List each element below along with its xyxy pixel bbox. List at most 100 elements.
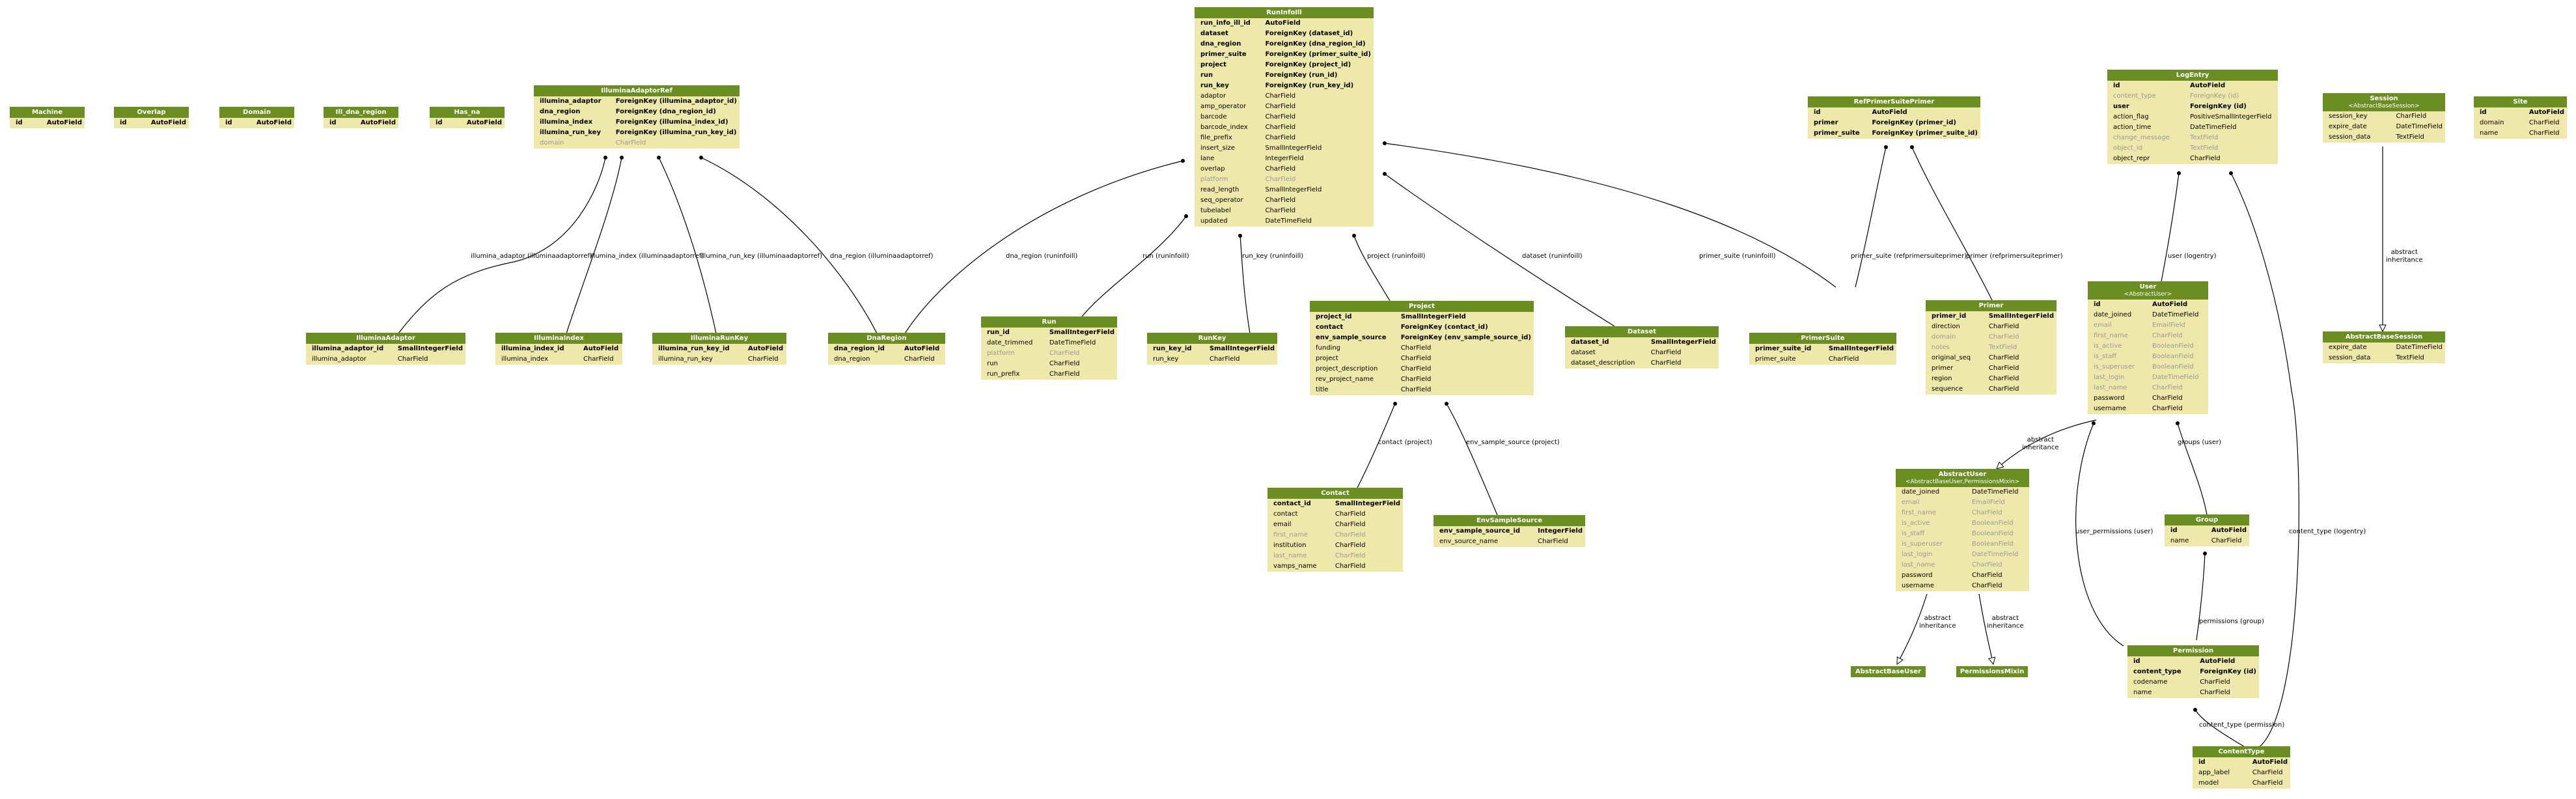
field-type: CharField	[1335, 521, 1366, 528]
field-name: illumina_run_key	[540, 129, 601, 136]
field-type: AutoField	[1872, 109, 1907, 116]
field-name: is_active	[1902, 520, 1930, 527]
field-name: env_source_name	[1439, 538, 1498, 545]
edge-illuminarunkey	[657, 156, 717, 334]
edge-label-groups: groups (user)	[2178, 439, 2222, 446]
field-type: ForeignKey (dna_region_id)	[615, 108, 716, 115]
field-row: username CharField	[2088, 404, 2208, 414]
entity-title: User<AbstractUser>	[2088, 281, 2208, 300]
field-type: CharField	[1400, 386, 1432, 393]
entity-title-text: Ill_dna_region	[335, 109, 387, 116]
edge-user-perms	[2075, 421, 2124, 647]
field-name: id	[2198, 759, 2206, 766]
entity-title: Site	[2474, 96, 2567, 107]
field-type: CharField	[2152, 405, 2183, 412]
field-name: dna_region	[1200, 40, 1241, 48]
field-name: illumina_adaptor	[312, 356, 367, 363]
field-type: CharField	[1335, 542, 1366, 549]
inh-session-line2: inheritance	[2386, 257, 2423, 264]
field-name: amp_operator	[1200, 103, 1247, 110]
field-type: ForeignKey (dna_region_id)	[1265, 40, 1366, 48]
field-type: CharField	[2152, 395, 2183, 402]
edge-label-inh-pm: abstract inheritance	[1987, 615, 2024, 630]
field-type: AutoField	[904, 345, 940, 352]
edge-inh-user	[1997, 419, 2097, 469]
field-name: last_name	[1902, 561, 1935, 568]
entity-title: Session<AbstractBaseSession>	[2323, 93, 2445, 111]
field-name: illumina_index	[501, 356, 549, 363]
entity-title-text: PermissionsMixin	[1960, 668, 2025, 675]
entity-title-text: EnvSampleSource	[1476, 517, 1543, 524]
field-name: barcode	[1200, 113, 1227, 120]
field-type: DateTimeField	[2152, 311, 2199, 318]
entity-title-text: RunKey	[1198, 335, 1226, 342]
field-type: AutoField	[2152, 301, 2188, 308]
field-name: dna_region	[540, 108, 581, 115]
field-type: CharField	[2396, 113, 2427, 120]
field-type: CharField	[1400, 344, 1432, 352]
entity-title: RunInfoIll	[1195, 7, 1374, 18]
field-name: institution	[1273, 542, 1307, 549]
field-name: content_type	[2113, 92, 2156, 100]
field-name: primer_id	[1932, 313, 1967, 320]
field-name: primer_suite	[1755, 356, 1796, 363]
entity-title-text: Primer	[1978, 302, 2004, 309]
edge-primer-ref	[1910, 145, 1993, 301]
field-name: username	[2094, 405, 2126, 412]
entity-title: Has_na	[430, 107, 505, 118]
field-type: CharField	[1265, 207, 1296, 214]
field-name: email	[2094, 322, 2112, 329]
field-name: id	[2094, 301, 2101, 308]
edge-inh-abu	[1896, 593, 1928, 664]
field-name: region	[1932, 375, 1952, 382]
entity-title-text: Machine	[31, 109, 63, 116]
edge-dataset	[1383, 172, 1615, 327]
field-type: SmallIntegerField	[1209, 345, 1275, 352]
edge-inh-pm	[1978, 593, 1993, 664]
field-type: DateTimeField	[2396, 344, 2443, 351]
field-name: adaptor	[1200, 92, 1226, 100]
field-type: CharField	[615, 139, 646, 147]
entity-title: AbstractBaseUser	[1851, 666, 1926, 677]
field-type: ForeignKey (id)	[2190, 103, 2247, 110]
field-name: primer	[1932, 365, 1954, 372]
entity-title: Machine	[10, 107, 85, 118]
field-name: id	[16, 119, 23, 126]
field-type: TextField	[2190, 134, 2219, 141]
